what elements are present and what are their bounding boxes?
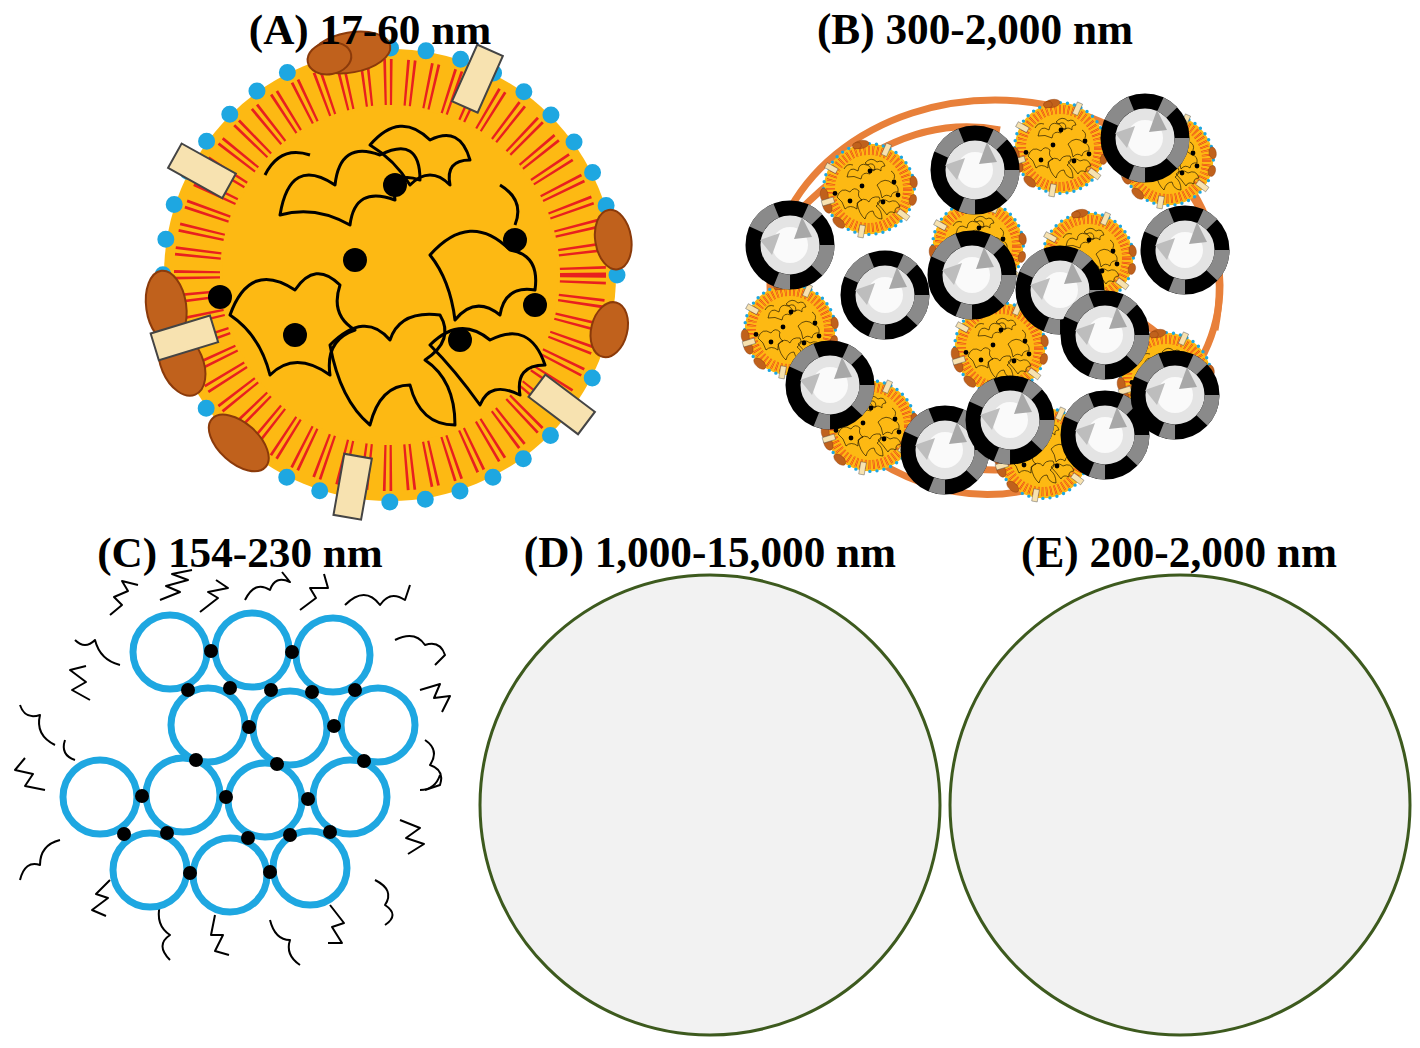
panel-heading: (E) 200-2,000 nm	[938, 527, 1420, 577]
panel-label: (A) 17-60 nm	[132, 4, 608, 54]
bridge-arcs	[770, 100, 1220, 495]
micelle-cluster	[15, 570, 450, 965]
panel-label: (D) 1,000-15,000 nm	[470, 527, 950, 577]
panel-label: (E) 200-2,000 nm	[938, 527, 1420, 577]
small-particles	[740, 98, 1217, 502]
rings	[753, 101, 1222, 487]
panel-heading: (C) 154-230 nm	[2, 527, 478, 577]
panel-label: (B) 300-2,000 nm	[722, 4, 1228, 54]
vesicles	[63, 613, 415, 912]
panel-heading: (A) 17-60 nm	[132, 4, 608, 54]
particle-cluster	[740, 98, 1222, 502]
plain-circle	[480, 575, 940, 1035]
panel-heading: (D) 1,000-15,000 nm	[470, 527, 950, 577]
panel-heading: (B) 300-2,000 nm	[722, 4, 1228, 54]
linker-dots	[117, 644, 371, 880]
plain-circle	[950, 575, 1410, 1035]
panel-label: (C) 154-230 nm	[2, 527, 478, 577]
polymer-chains	[15, 570, 450, 965]
lipoprotein-particle	[141, 26, 635, 520]
